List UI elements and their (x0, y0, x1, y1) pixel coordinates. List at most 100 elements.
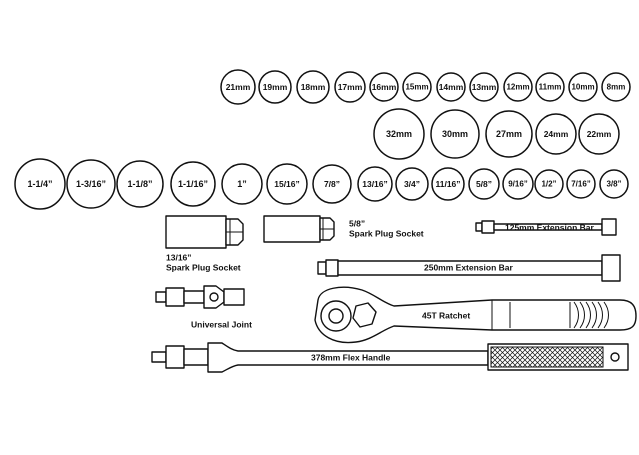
socket-size-label: 32mm (386, 129, 412, 139)
socket-size-label: 9/16” (508, 180, 528, 189)
socket: 10mm (568, 72, 598, 102)
socket-circle (357, 166, 393, 202)
socket-circle (66, 159, 116, 209)
socket-size-label: 7/16” (571, 180, 591, 189)
socket-size-label: 13/16” (362, 179, 388, 189)
socket-circle (468, 168, 500, 200)
socket: 13/16” (357, 166, 393, 202)
socket-size-label: 12mm (506, 83, 529, 92)
socket: 15mm (402, 72, 432, 102)
socket-circle (566, 169, 596, 199)
socket-size-label: 22mm (587, 129, 612, 139)
spark-plug-13-16-label: Spark Plug Socket (166, 262, 241, 272)
socket: 1-1/4” (14, 158, 66, 210)
socket-size-label: 1-1/16” (178, 179, 208, 189)
socket-size-label: 11/16” (435, 179, 460, 189)
socket: 21mm (220, 69, 256, 105)
socket-circle (170, 161, 216, 207)
socket: 3/4” (395, 167, 429, 201)
socket-circle (220, 69, 256, 105)
socket: 14mm (436, 72, 466, 102)
socket: 8mm (601, 72, 631, 102)
socket-circle (503, 72, 533, 102)
socket-size-label: 15/16” (274, 179, 300, 189)
socket-size-label: 24mm (544, 129, 569, 139)
socket-size-label: 8mm (607, 83, 626, 92)
socket-circle (568, 72, 598, 102)
socket-size-label: 21mm (226, 82, 251, 92)
socket-size-label: 13mm (472, 82, 497, 92)
socket-size-label: 18mm (301, 82, 326, 92)
imperial-socket-row: 1-1/4” 1-3/16” 1-1/8” 1-1/16” 1” 15/16” 7/8” 13… (14, 158, 629, 210)
socket-size-label: 7/8” (324, 179, 340, 189)
socket-circle (402, 72, 432, 102)
socket-circle (436, 72, 466, 102)
flex-handle-378mm: 378mm Flex Handle (151, 342, 629, 373)
spark-plug-13-16-size: 13/16” (166, 252, 192, 262)
socket-circle (535, 113, 577, 155)
socket-size-label: 5/8” (476, 179, 492, 189)
socket: 7/16” (566, 169, 596, 199)
socket-size-label: 11mm (539, 83, 562, 92)
extension-bar-250mm: 250mm Extension Bar (317, 254, 621, 282)
socket-circle (469, 72, 499, 102)
socket-circle (258, 70, 292, 104)
socket: 13mm (469, 72, 499, 102)
socket-circle (116, 160, 164, 208)
socket-circle (395, 167, 429, 201)
socket-circle (430, 109, 480, 159)
socket-size-label: 27mm (496, 129, 522, 139)
ratchet-45t: 45T Ratchet (314, 286, 637, 344)
socket: 27mm (485, 110, 533, 158)
socket-size-label: 1” (237, 179, 247, 189)
spark-plug-5-8-label: Spark Plug Socket (349, 228, 424, 238)
socket: 24mm (535, 113, 577, 155)
socket-circle (334, 71, 366, 103)
socket-circle (312, 164, 352, 204)
socket-size-label: 17mm (338, 82, 363, 92)
socket: 9/16” (502, 168, 534, 200)
socket-circle (14, 158, 66, 210)
socket: 17mm (334, 71, 366, 103)
socket-size-label: 3/4” (404, 179, 420, 189)
socket-size-label: 1-1/4” (27, 179, 52, 189)
socket-size-label: 14mm (439, 82, 464, 92)
socket: 32mm (373, 108, 425, 160)
socket-circle (266, 163, 308, 205)
socket: 1-3/16” (66, 159, 116, 209)
socket-size-label: 15mm (405, 83, 428, 92)
socket-size-label: 1-3/16” (76, 179, 106, 189)
socket-size-label: 1-1/8” (127, 179, 152, 189)
socket-size-label: 3/8” (606, 180, 621, 189)
socket-circle (535, 72, 565, 102)
socket-circle (534, 169, 564, 199)
extension-125-label: 125mm Extension Bar (505, 222, 595, 232)
socket-circle (485, 110, 533, 158)
socket: 7/8” (312, 164, 352, 204)
socket-circle (578, 113, 620, 155)
socket-circle (502, 168, 534, 200)
extension-250-label: 250mm Extension Bar (424, 262, 514, 272)
spark-plug-5-8-size: 5/8” (349, 218, 365, 228)
socket-circle (599, 169, 629, 199)
universal-joint-label: Universal Joint (191, 319, 252, 329)
socket: 11mm (535, 72, 565, 102)
spark-plug-socket-13-16: 13/16” Spark Plug Socket (165, 215, 244, 272)
ratchet-label: 45T Ratchet (422, 310, 470, 320)
socket: 18mm (296, 70, 330, 104)
socket: 1/2” (534, 169, 564, 199)
socket-size-label: 16mm (372, 82, 397, 92)
socket: 16mm (369, 72, 399, 102)
socket: 22mm (578, 113, 620, 155)
socket-size-label: 10mm (571, 83, 594, 92)
spark-plug-socket-5-8: 5/8” Spark Plug Socket (263, 215, 424, 243)
socket: 3/8” (599, 169, 629, 199)
flex-handle-label: 378mm Flex Handle (311, 352, 391, 362)
socket-circle (431, 167, 465, 201)
socket-size-label: 1/2” (541, 180, 556, 189)
socket: 11/16” (431, 167, 465, 201)
socket-circle (373, 108, 425, 160)
socket: 1-1/16” (170, 161, 216, 207)
